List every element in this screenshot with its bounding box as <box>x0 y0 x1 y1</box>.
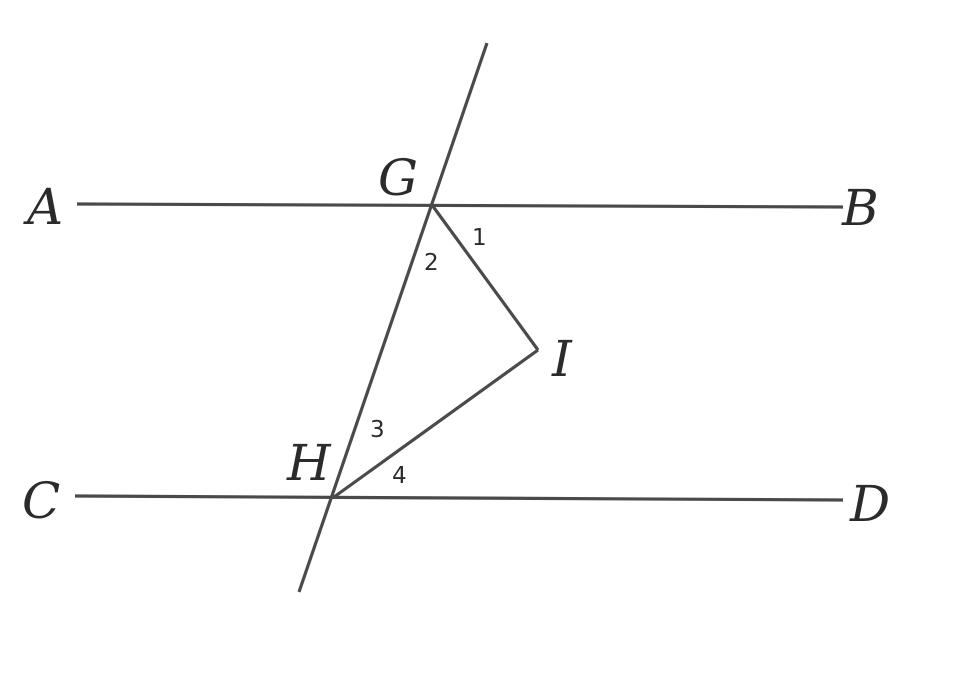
transversal-line <box>297 42 489 593</box>
point-label-c: C <box>22 472 60 530</box>
point-label-d: D <box>849 475 890 533</box>
angle-label-4: 4 <box>392 463 407 489</box>
point-label-i: I <box>551 330 573 388</box>
point-label-a: A <box>23 178 63 236</box>
point-label-b: B <box>841 179 879 237</box>
segment-gi <box>430 204 540 351</box>
segment-hi <box>333 348 539 499</box>
point-label-h: H <box>286 434 332 492</box>
angle-label-1: 1 <box>472 225 487 251</box>
line-cd <box>74 494 844 502</box>
line-ab <box>76 202 844 209</box>
point-label-g: G <box>378 149 418 207</box>
angle-label-3: 3 <box>370 417 385 443</box>
angle-label-2: 2 <box>424 250 439 276</box>
